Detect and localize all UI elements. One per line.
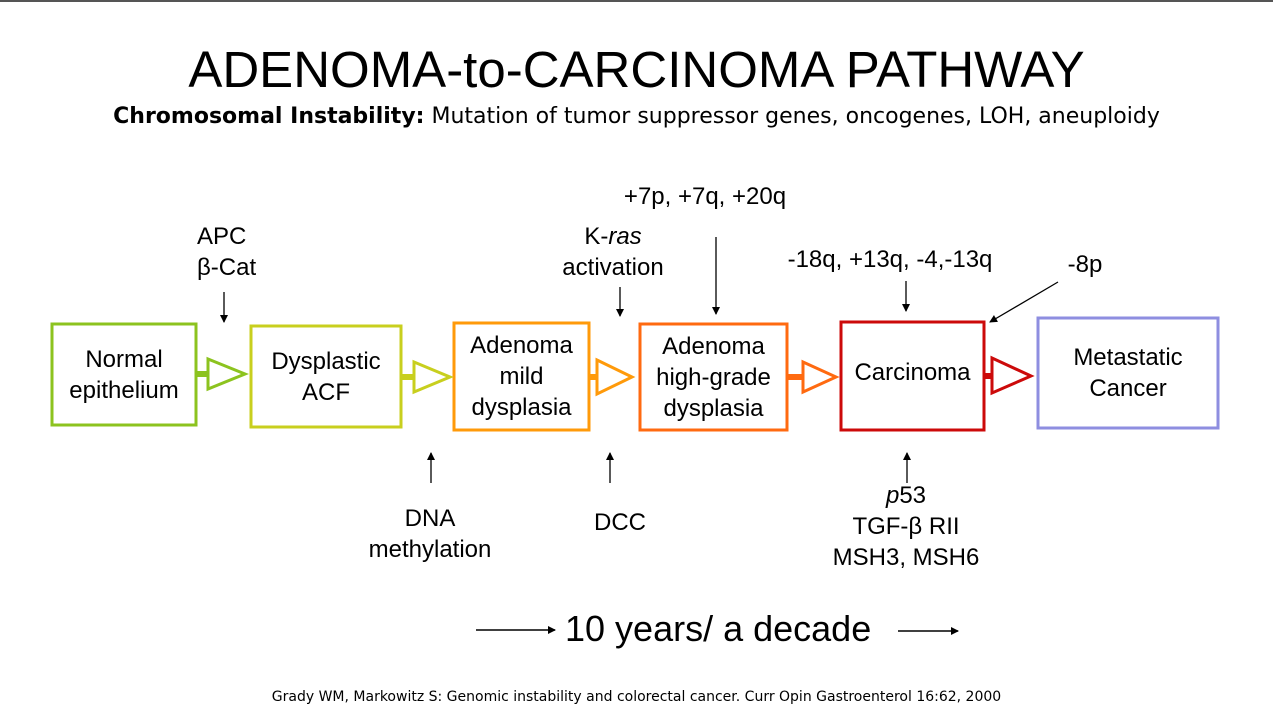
stage-box-adenoma-mild bbox=[452, 321, 591, 432]
stage-label-line: dysplasia bbox=[471, 394, 572, 421]
timeline-label: 10 years/ a decade bbox=[565, 608, 872, 649]
stage-label-line: Cancer bbox=[1089, 375, 1167, 402]
connector-arrow-4 bbox=[788, 359, 840, 395]
label-kras: K-ras activation bbox=[548, 221, 678, 283]
label-dcc: DCC bbox=[594, 509, 646, 536]
label-line: p53 bbox=[806, 480, 1006, 511]
kras-prefix: K- bbox=[584, 223, 609, 250]
label-apc: APC β-Cat bbox=[197, 221, 256, 283]
stage-label-line: epithelium bbox=[69, 376, 179, 404]
stage-label-normal: Normal epithelium bbox=[52, 324, 196, 425]
top-border bbox=[0, 0, 1273, 2]
connector-arrow-1 bbox=[197, 356, 249, 392]
label-p53: p53 TGF-β RII MSH3, MSH6 bbox=[806, 480, 1006, 573]
stage-box-dysplastic bbox=[249, 324, 403, 429]
connector-arrow-2 bbox=[402, 359, 454, 395]
stage-label-line: mild bbox=[499, 363, 544, 390]
subtitle-text: Mutation of tumor suppressor genes, onco… bbox=[424, 104, 1160, 129]
label-line: APC bbox=[197, 223, 247, 250]
p53-italic: p bbox=[885, 482, 900, 509]
label-line: K-ras bbox=[548, 221, 678, 252]
citation: Grady WM, Markowitz S: Genomic instabili… bbox=[271, 689, 1002, 705]
stage-box-metastatic bbox=[1036, 316, 1220, 430]
stage-label-line: ACF bbox=[301, 378, 350, 406]
stage-label-line: high-grade bbox=[656, 363, 771, 391]
stage-label-line: Dysplastic bbox=[271, 347, 381, 375]
connector-arrow-3 bbox=[590, 357, 636, 397]
connector-arrow-5 bbox=[985, 355, 1035, 396]
stage-box-carcinoma bbox=[839, 320, 986, 432]
subtitle-bold: Chromosomal Instability: bbox=[113, 104, 425, 129]
stage-label-line: Carcinoma bbox=[854, 358, 971, 386]
stage-label-adenoma-mild: Adenoma mild dysplasia bbox=[454, 323, 589, 430]
page-title: ADENOMA-to-CARCINOMA PATHWAY bbox=[188, 41, 1085, 98]
label-line: MSH3, MSH6 bbox=[832, 544, 980, 571]
stage-label-line: Adenoma bbox=[470, 332, 573, 359]
stage-label-line: Metastatic bbox=[1073, 344, 1183, 371]
subtitle: Chromosomal Instability: Mutation of tum… bbox=[0, 104, 1273, 129]
stage-label-line: Adenoma bbox=[662, 332, 765, 360]
stage-label-line: dysplasia bbox=[663, 394, 764, 422]
label-line: methylation bbox=[368, 536, 492, 563]
stage-label-adenoma-high: Adenoma high-grade dysplasia bbox=[640, 324, 787, 430]
stage-label-line: Normal bbox=[85, 345, 163, 373]
label-chr8: -8p bbox=[1067, 251, 1103, 278]
label-chr18: -18q, +13q, -4,-13q bbox=[787, 246, 993, 273]
label-line: activation bbox=[562, 254, 664, 281]
label-chr7: +7p, +7q, +20q bbox=[623, 183, 787, 210]
p53-rest: 53 bbox=[899, 482, 927, 509]
label-line: β-Cat bbox=[197, 254, 257, 281]
label-line: TGF-β RII bbox=[852, 513, 960, 540]
label-line: DNA bbox=[404, 505, 456, 532]
label-dna-methylation: DNA methylation bbox=[350, 503, 510, 565]
stage-box-normal bbox=[50, 322, 198, 427]
stage-box-adenoma-high bbox=[638, 322, 789, 432]
stage-label-carcinoma: Carcinoma bbox=[841, 318, 984, 426]
kras-italic: ras bbox=[608, 223, 642, 250]
chr8-arrow bbox=[989, 281, 1059, 323]
